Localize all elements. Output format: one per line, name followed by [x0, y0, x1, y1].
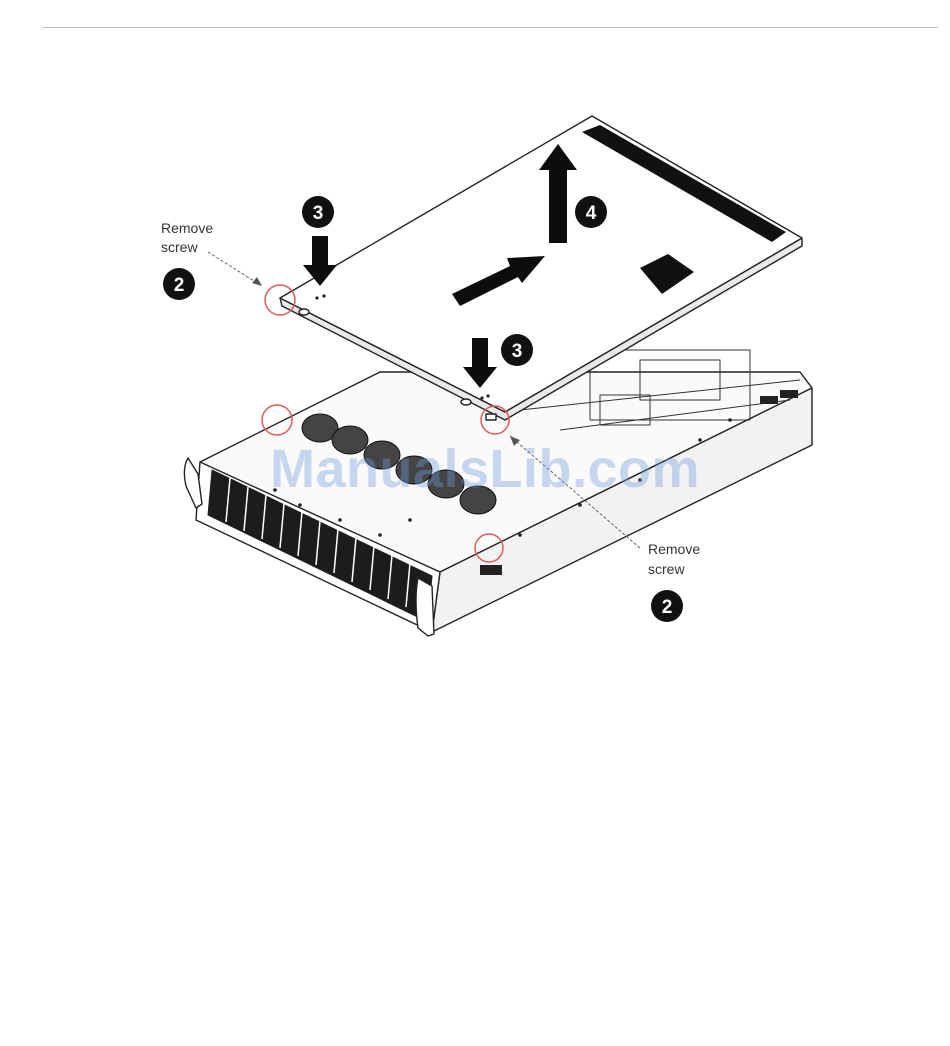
- step-badge-3-top: 3: [302, 196, 334, 228]
- callout-remove-label: Remove: [161, 220, 213, 236]
- callout-screw-label: screw: [161, 239, 198, 255]
- callout-screw-label: screw: [648, 561, 685, 577]
- step-number: 2: [174, 275, 185, 296]
- step-number: 4: [586, 203, 597, 224]
- step-number: 3: [512, 341, 523, 362]
- watermark-text: ManualsLib.com: [270, 439, 700, 499]
- step-number: 3: [313, 203, 324, 224]
- step-badge-2-top: 2: [163, 268, 195, 300]
- step-number: 2: [662, 597, 673, 618]
- callout-remove-label: Remove: [648, 541, 700, 557]
- step-badge-2-bottom: 2: [651, 590, 683, 622]
- step-badge-3-bottom: 3: [501, 334, 533, 366]
- step-badge-4: 4: [575, 196, 607, 228]
